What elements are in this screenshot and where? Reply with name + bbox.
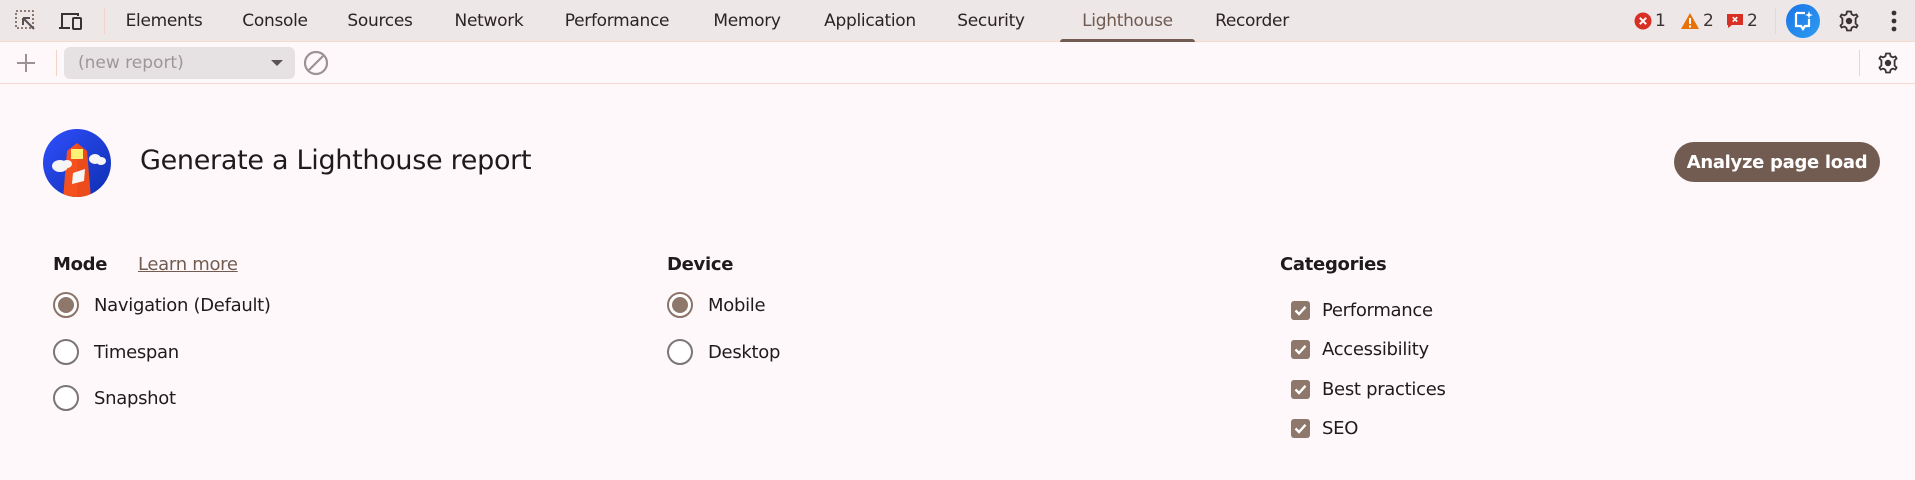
issues-count-value: 2	[1747, 11, 1758, 31]
tab-console[interactable]: Console	[242, 11, 308, 31]
analyze-page-load-button[interactable]: Analyze page load	[1674, 142, 1880, 182]
device-mobile-radio[interactable]: Mobile	[667, 292, 766, 318]
radio-checked-icon[interactable]	[667, 292, 693, 318]
mode-heading: Mode	[53, 254, 108, 275]
tab-divider	[1775, 8, 1776, 34]
warning-count-value: 2	[1703, 11, 1714, 31]
category-performance-checkbox[interactable]: Performance	[1291, 300, 1433, 321]
checkbox-checked-icon[interactable]	[1291, 380, 1310, 399]
tab-sources[interactable]: Sources	[347, 11, 413, 31]
error-icon	[1634, 12, 1652, 30]
option-label: Navigation (Default)	[94, 294, 271, 316]
warning-icon	[1681, 13, 1699, 29]
category-best-practices-checkbox[interactable]: Best practices	[1291, 379, 1446, 400]
warning-count[interactable]: 2	[1680, 0, 1714, 42]
kebab-menu-icon[interactable]	[1881, 8, 1907, 34]
checkbox-label: Performance	[1322, 300, 1433, 321]
tab-network[interactable]: Network	[454, 11, 524, 31]
device-heading: Device	[667, 254, 734, 275]
device-toolbar-icon[interactable]	[58, 8, 84, 34]
categories-heading: Categories	[1280, 254, 1387, 275]
toolbar-divider	[1859, 50, 1860, 76]
inspect-element-icon[interactable]	[13, 8, 39, 34]
gear-icon[interactable]	[1836, 8, 1862, 34]
radio-unchecked-icon[interactable]	[53, 339, 79, 365]
checkbox-label: Accessibility	[1322, 339, 1429, 360]
category-seo-checkbox[interactable]: SEO	[1291, 418, 1358, 439]
plus-icon[interactable]	[13, 50, 39, 76]
mode-snapshot-radio[interactable]: Snapshot	[53, 385, 176, 411]
gear-icon[interactable]	[1875, 50, 1901, 76]
mode-navigation-radio[interactable]: Navigation (Default)	[53, 292, 271, 318]
error-count-value: 1	[1655, 11, 1666, 31]
lighthouse-logo-icon	[43, 129, 111, 197]
mode-timespan-radio[interactable]: Timespan	[53, 339, 179, 365]
option-label: Mobile	[708, 294, 766, 316]
category-accessibility-checkbox[interactable]: Accessibility	[1291, 339, 1429, 360]
ai-assistance-icon[interactable]	[1786, 4, 1820, 38]
radio-checked-icon[interactable]	[53, 292, 79, 318]
issues-icon	[1727, 14, 1743, 28]
devtools-tab-bar: Elements Console Sources Network Perform…	[0, 0, 1915, 42]
page-title: Generate a Lighthouse report	[140, 145, 532, 176]
checkbox-checked-icon[interactable]	[1291, 301, 1310, 320]
error-count[interactable]: 1	[1634, 0, 1666, 42]
device-desktop-radio[interactable]: Desktop	[667, 339, 780, 365]
tab-elements[interactable]: Elements	[125, 11, 203, 31]
chevron-down-icon	[271, 60, 283, 66]
issues-count[interactable]: 2	[1726, 0, 1758, 42]
toolbar-divider	[56, 50, 57, 76]
tab-recorder[interactable]: Recorder	[1215, 11, 1289, 31]
radio-unchecked-icon[interactable]	[53, 385, 79, 411]
checkbox-label: SEO	[1322, 418, 1359, 439]
lighthouse-toolbar: (new report)	[0, 42, 1915, 84]
checkbox-label: Best practices	[1322, 379, 1446, 400]
option-label: Desktop	[708, 341, 781, 363]
tab-performance[interactable]: Performance	[564, 11, 670, 31]
learn-more-link[interactable]: Learn more	[138, 254, 238, 275]
radio-unchecked-icon[interactable]	[667, 339, 693, 365]
tab-lighthouse[interactable]: Lighthouse	[1060, 0, 1195, 42]
tab-application[interactable]: Application	[824, 11, 916, 31]
report-select[interactable]: (new report)	[64, 47, 295, 79]
clear-circle-icon[interactable]	[303, 50, 329, 76]
tab-memory[interactable]: Memory	[713, 11, 781, 31]
option-label: Timespan	[94, 341, 179, 363]
checkbox-checked-icon[interactable]	[1291, 340, 1310, 359]
checkbox-checked-icon[interactable]	[1291, 419, 1310, 438]
tab-divider	[104, 8, 105, 34]
tab-security[interactable]: Security	[957, 11, 1025, 31]
report-select-value: (new report)	[78, 53, 184, 73]
option-label: Snapshot	[94, 387, 176, 409]
